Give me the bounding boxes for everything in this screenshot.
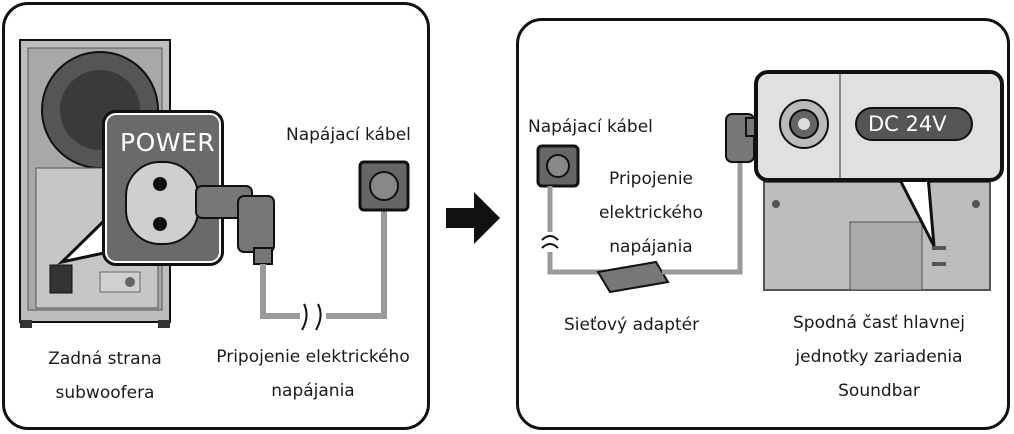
- adapter-label: Sieťový adaptér: [564, 315, 700, 335]
- arrow-right-icon: [446, 192, 500, 244]
- subwoofer-back-line2: subwoofera: [55, 383, 155, 403]
- right-power-connection-line3: napájania: [609, 237, 693, 257]
- power-socket-small-icon: [49, 264, 73, 294]
- left-power-connection-line2: napájania: [271, 381, 355, 401]
- cable-break-icon: [301, 303, 322, 331]
- soundbar-bottom-caption: Spodná časť hlavnej jednotky zariadenia …: [774, 306, 984, 408]
- right-power-connection-caption: Pripojenie elektrického napájania: [586, 162, 716, 264]
- soundbar-bottom-line3: Soundbar: [838, 381, 920, 401]
- left-power-cable-label: Napájací kábel: [286, 125, 411, 145]
- dc-callout: [754, 70, 1004, 182]
- left-power-connection-line1: Pripojenie elektrického: [216, 347, 410, 367]
- cable-break-icon: [541, 235, 559, 249]
- soundbar-illustration: [763, 174, 991, 291]
- right-power-connection-line1: Pripojenie: [609, 169, 693, 189]
- right-power-connection-line2: elektrického: [598, 203, 704, 223]
- left-power-connection-caption: Pripojenie elektrického napájania: [202, 340, 424, 408]
- soundbar-bottom-line1: Spodná časť hlavnej: [793, 313, 965, 333]
- power-label: POWER: [120, 128, 216, 157]
- adapter-icon: [596, 260, 670, 294]
- right-power-cable-label: Napájací kábel: [528, 117, 653, 137]
- subwoofer-plug-cable: [195, 160, 410, 331]
- subwoofer-back-caption: Zadná strana subwoofera: [20, 342, 190, 410]
- soundbar-bottom-line2: jednotky zariadenia: [795, 347, 963, 367]
- dc-24v-label: DC 24V: [868, 112, 947, 136]
- subwoofer-back-line1: Zadná strana: [48, 349, 162, 369]
